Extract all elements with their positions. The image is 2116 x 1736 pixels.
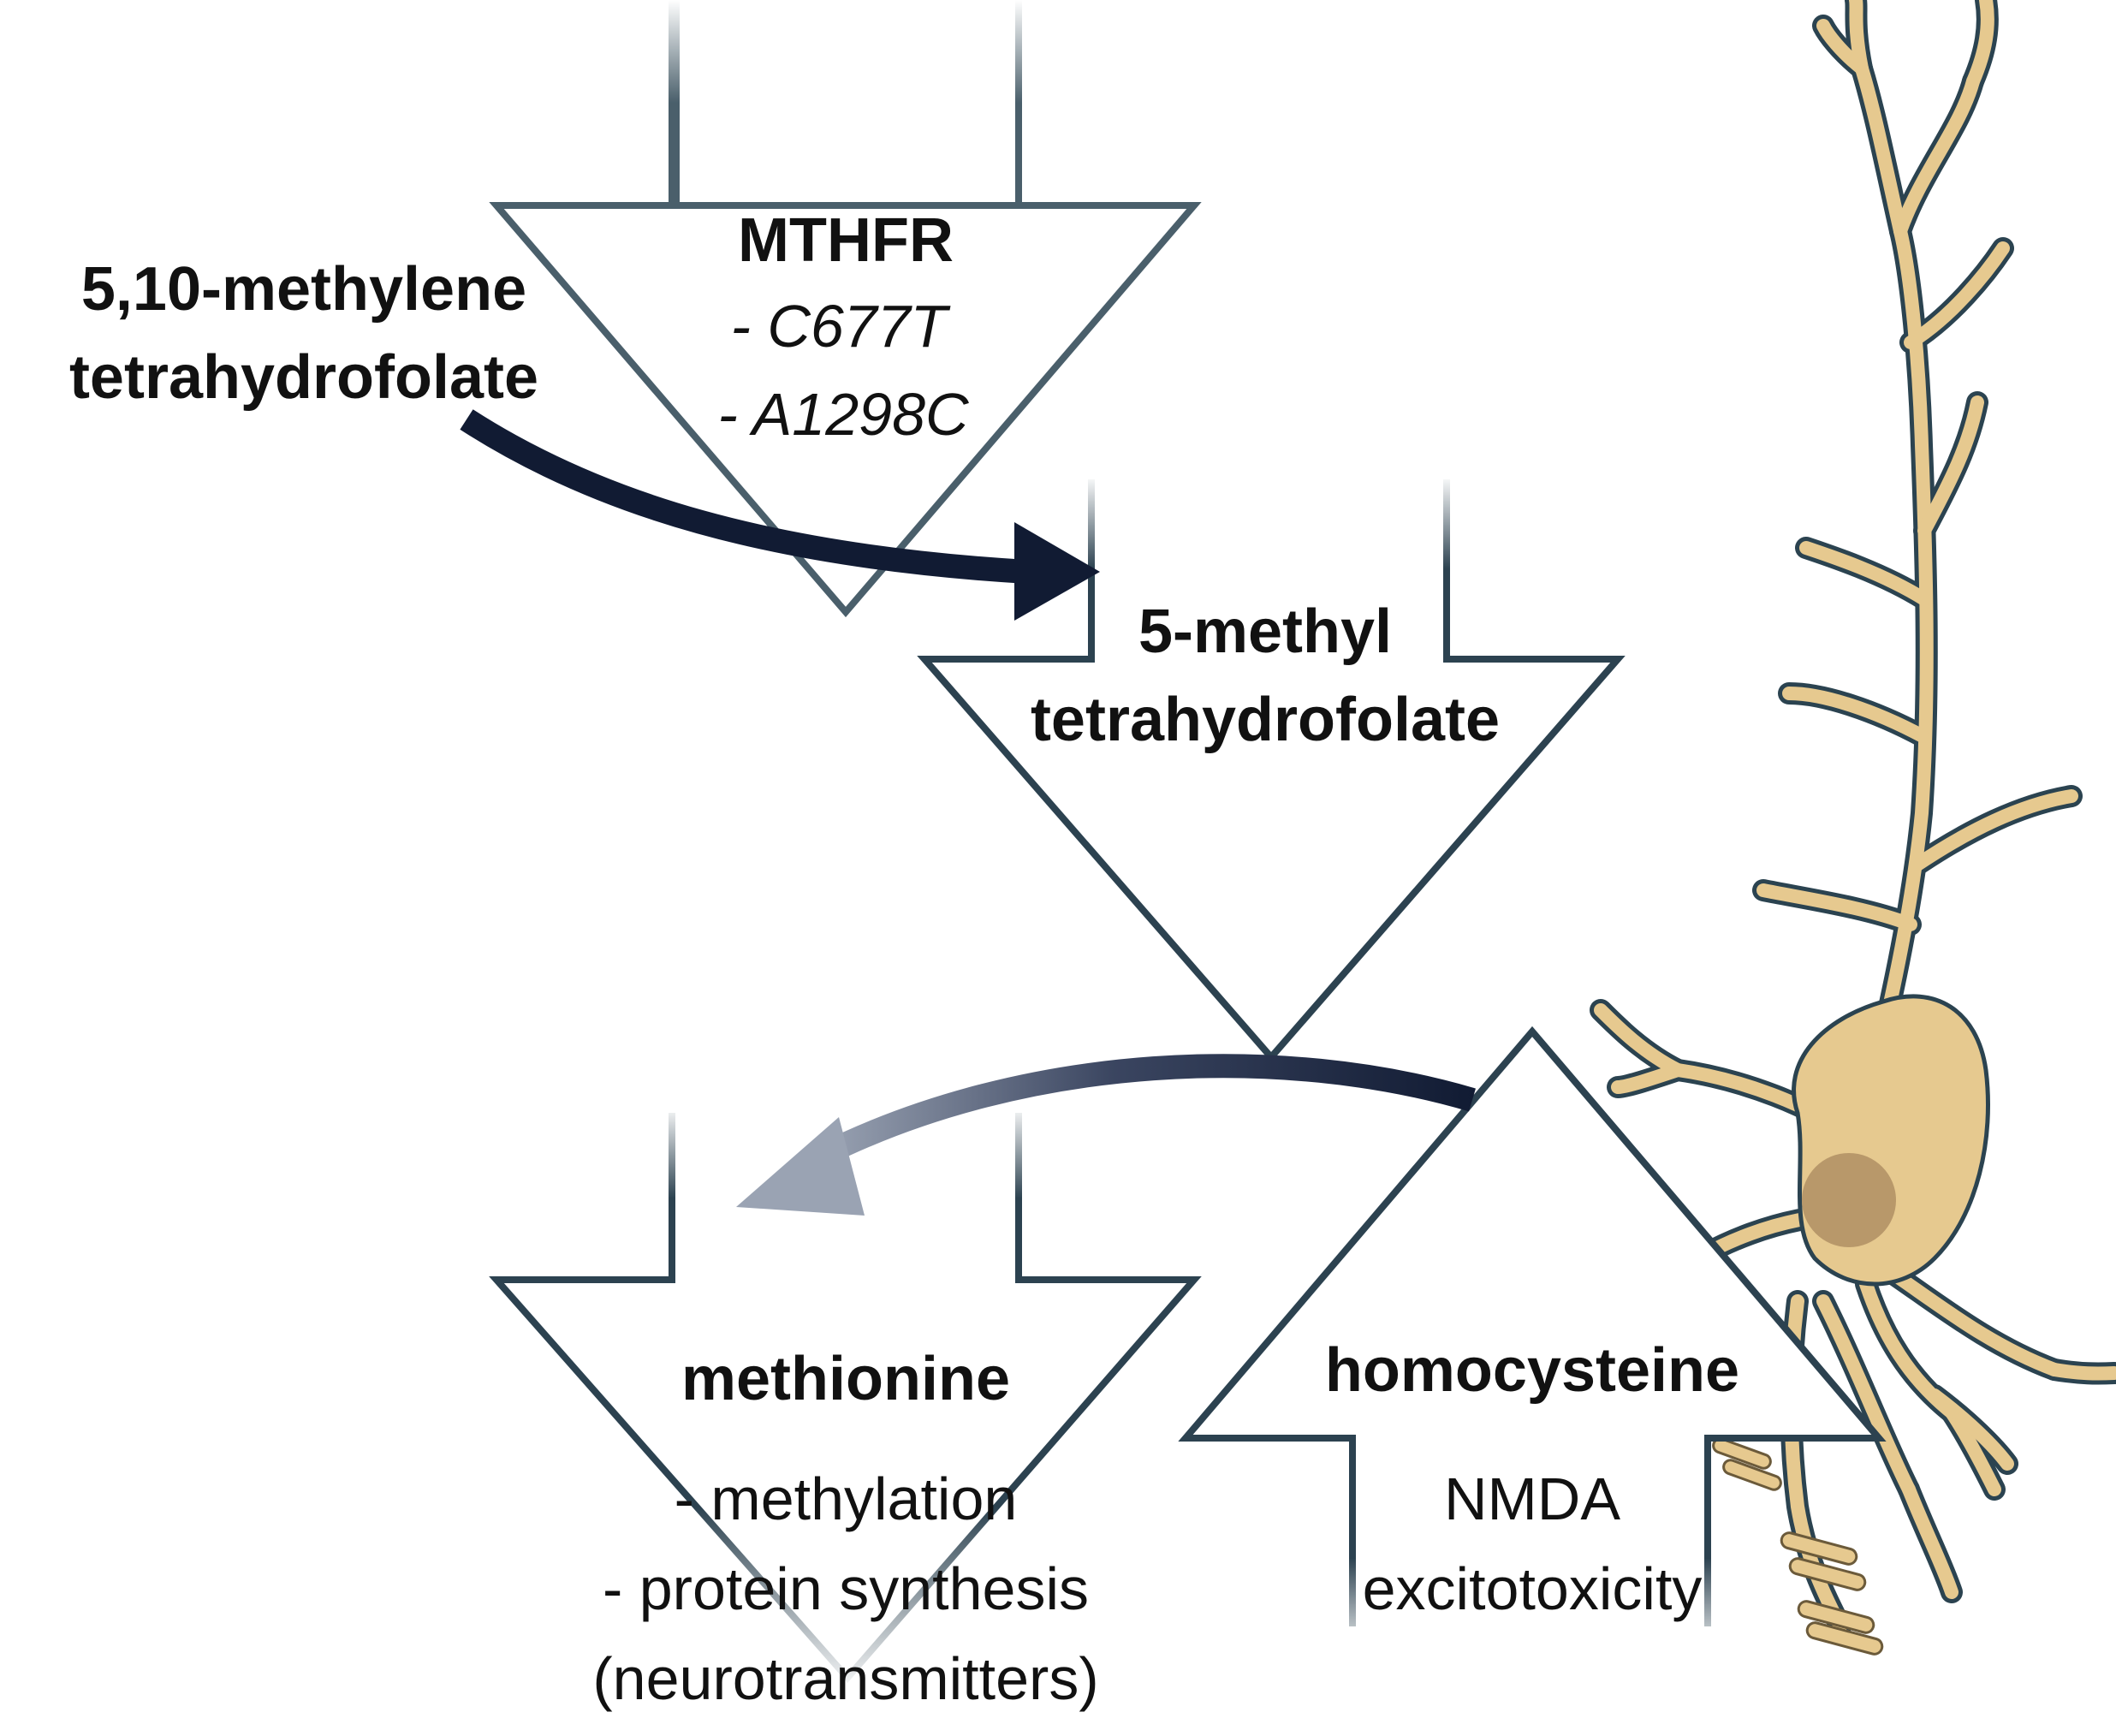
homocysteine-effect-excitotoxicity: excitotoxicity <box>1363 1555 1703 1622</box>
substrate-label-line1: 5,10-methylene <box>81 255 526 324</box>
methionine-role-protein: - protein synthesis <box>603 1555 1089 1622</box>
product-label-line1: 5-methyl <box>1138 597 1392 666</box>
homocysteine-effect-nmda: NMDA <box>1444 1465 1620 1532</box>
neuron-icon <box>1590 0 2116 1656</box>
product-label-line2: tetrahydrofolate <box>1031 686 1500 754</box>
homocysteine-arrow <box>1178 1026 1887 1626</box>
nucleus-icon <box>1802 1153 1896 1247</box>
flow-arrow-remethylation <box>736 1054 1476 1216</box>
methionine-role-methylation: - methylation <box>675 1465 1018 1532</box>
methionine-label: methionine <box>681 1345 1010 1413</box>
nmda-receptor-icon <box>1712 1437 1884 1656</box>
homocysteine-label: homocysteine <box>1325 1336 1739 1405</box>
variant-c677t: - C677T <box>731 293 951 360</box>
substrate-label-line2: tetrahydrofolate <box>69 343 538 412</box>
flow-arrow-mthfr <box>460 409 1100 621</box>
variant-a1298c: - A1298C <box>717 381 969 448</box>
enzyme-label: MTHFR <box>738 206 954 275</box>
methionine-role-neurotransmitters: (neurotransmitters) <box>592 1645 1098 1712</box>
